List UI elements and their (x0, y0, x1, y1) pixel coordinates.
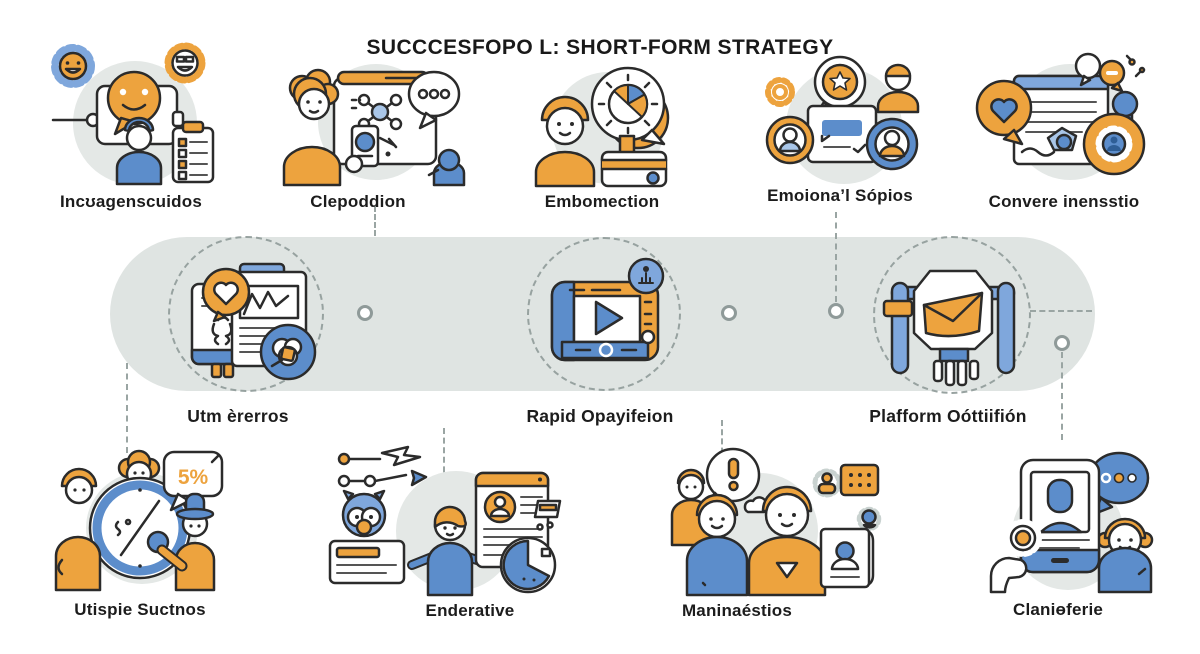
label-bottom-3: Maninaéstios (681, 601, 793, 620)
percent-label: 5% (178, 466, 209, 489)
heart-bubble-icon (975, 79, 1033, 146)
gear-icon (765, 77, 795, 107)
connector-line (443, 428, 445, 482)
connector-line (1061, 352, 1063, 440)
label-top-5: Convere inensstio (988, 192, 1140, 211)
gear-person-icon (812, 468, 842, 498)
approval-circle-icon (259, 323, 317, 381)
checklist-icon (171, 120, 215, 184)
gear-profile-icon (1082, 112, 1146, 176)
connector-line (1030, 310, 1092, 312)
person-orange-icon (282, 68, 342, 187)
gear-ball-icon (856, 506, 882, 532)
label-top-3: Embomection (544, 192, 660, 211)
message-panel-icon (806, 104, 878, 164)
collaboration-whiteboard-illustration (282, 64, 466, 187)
envelope-icon (922, 291, 984, 338)
play-icon (594, 300, 624, 336)
connector-line (835, 212, 837, 302)
bubble-minus-icon (1098, 59, 1126, 93)
audience-engagement-illustration (51, 42, 215, 186)
connector-line (721, 420, 723, 472)
stamp-cards-icon (533, 499, 562, 531)
hand-gear-icon (989, 519, 1042, 594)
person-orange-icon (534, 95, 596, 188)
woman-icon (1096, 517, 1154, 594)
id-card-icon (819, 527, 875, 589)
clock-pie-icon (499, 536, 557, 594)
percentage-team-illustration: 5% (54, 449, 224, 592)
person-c-icon (747, 485, 827, 597)
connector-dot (357, 305, 373, 321)
chat-bubble-icon (407, 70, 461, 130)
confetti-dots (1125, 54, 1146, 78)
announcement-wheel-illustration (534, 66, 670, 188)
avatar-orange-icon (765, 115, 815, 165)
video-player-illustration (550, 257, 665, 362)
label-top-4: Emoionaʼl Sópios (767, 186, 913, 205)
gear-smiley-icon (51, 44, 95, 88)
tablet-icon (1019, 458, 1101, 574)
creator-profile-illustration (328, 445, 562, 597)
avatar-blue-icon (865, 117, 919, 171)
documents-metrics-illustration (190, 262, 317, 381)
info-badge-icon (627, 257, 665, 295)
connector-line (374, 206, 376, 236)
card-icon (600, 134, 668, 188)
timeline-node-3 (873, 236, 1031, 394)
bubble-white-icon (1074, 52, 1102, 87)
label-bottom-2: Enderative (425, 601, 515, 620)
gear-face-badge-icon (164, 42, 206, 84)
video-player-icon (550, 280, 660, 362)
label-top-2: Clepoddion (310, 192, 406, 211)
person-back-icon (117, 449, 161, 488)
speech-bubble-percent: 5% (162, 450, 224, 512)
heart-circle-icon (201, 267, 251, 323)
page-title: SUCCCESFOPO L: SHORT-FORM STRATEGY (366, 36, 834, 59)
label-step-3: Plafform Oóttiifión (869, 406, 1027, 426)
label-step-2: Rapid Opayifeion (526, 406, 674, 426)
team-discussion-illustration (670, 447, 882, 597)
mascot-face-icon (341, 489, 387, 538)
profile-card-icon (474, 471, 550, 569)
person-right-icon (156, 492, 216, 592)
mail-robot-icon (882, 269, 1016, 387)
connector-dot (721, 305, 737, 321)
person-b-icon (685, 493, 749, 597)
dots-panel-icon (839, 463, 880, 497)
crumpled-blob-icon (1046, 126, 1078, 152)
label-top-1: Incʊagenscuidos (59, 192, 203, 211)
small-card-icon (328, 539, 406, 585)
timeline-node-2 (527, 237, 681, 391)
timeline-node-1 (168, 236, 324, 392)
connector-line (126, 363, 128, 453)
person-small-blue-icon (427, 148, 466, 187)
connector-dot (1054, 335, 1070, 351)
conversion-insights-illustration (975, 52, 1146, 180)
label-step-1: Utm èrerros (187, 406, 289, 426)
mail-robot-illustration (882, 269, 1016, 387)
tablet-review-illustration (989, 451, 1154, 594)
flow-arrows-icon (337, 445, 428, 488)
social-approval-illustration (765, 55, 920, 184)
person-blue-icon (115, 116, 163, 186)
label-bottom-1: Utispie Suctnos (74, 600, 206, 619)
person-top-icon (876, 63, 920, 114)
connector-dot (828, 303, 844, 319)
person-left-icon (54, 467, 102, 592)
label-bottom-4: Claniɵferie (1012, 600, 1104, 619)
wheel-bubble-icon (590, 66, 666, 146)
phone-icon (344, 124, 380, 174)
